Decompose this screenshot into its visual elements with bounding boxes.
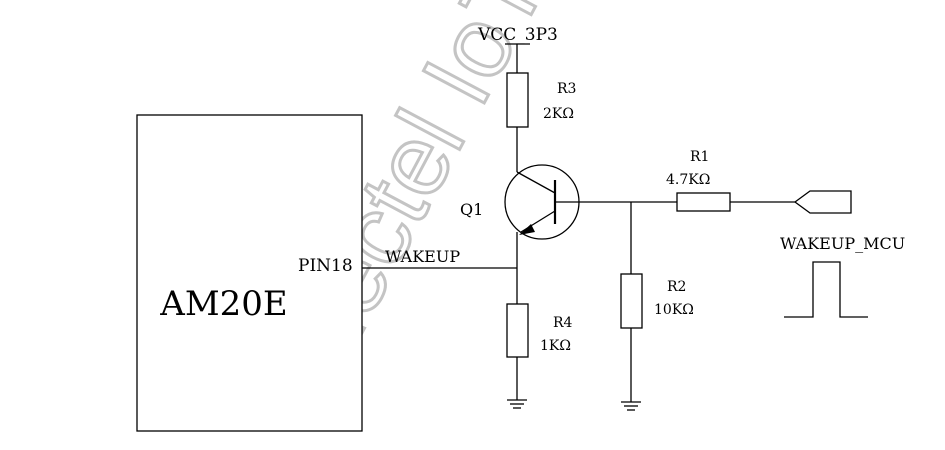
resistor-r1: R1 4.7KΩ [666,149,731,212]
power-rail: VCC_3P3 [477,25,558,73]
wakeup-net: WAKEUP [362,247,517,269]
r3-value: 2KΩ [543,106,574,122]
resistor-r2: R2 10KΩ [620,273,694,329]
r3-ref: R3 [557,81,576,97]
r4-ref: R4 [553,315,573,331]
vcc-label: VCC_3P3 [477,25,558,45]
q1-ref: Q1 [460,200,483,219]
wakeup-net-label: WAKEUP [385,247,460,266]
wakeup-mcu-port [793,190,852,214]
r4-value: 1KΩ [540,338,571,354]
emitter-arrow [519,224,535,235]
module-name: AM20E [159,284,287,324]
resistor-r3: R3 2KΩ [506,72,576,128]
r1-ref: R1 [690,149,709,165]
wakeup-mcu-waveform: WAKEUP_MCU [780,234,905,318]
r1-value: 4.7KΩ [666,172,710,188]
r2-ref: R2 [667,279,686,295]
transistor-q1: Q1 [460,164,581,240]
ground-symbol-1 [507,399,527,409]
r2-value: 10KΩ [654,302,694,318]
ground-symbol-2 [621,401,641,411]
module-pin-label: PIN18 [298,256,353,276]
am20e-module: AM20E PIN18 [136,114,363,432]
wakeup-mcu-label: WAKEUP_MCU [780,234,905,253]
resistor-r4: R4 1KΩ [506,303,573,358]
